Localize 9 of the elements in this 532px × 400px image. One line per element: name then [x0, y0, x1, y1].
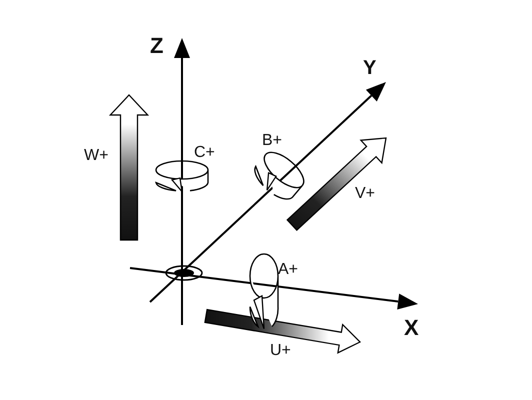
motion-label: W+: [84, 148, 108, 164]
rotation-label: B+: [262, 133, 282, 149]
motion-label: U+: [270, 343, 291, 359]
axis-label: Z: [150, 35, 164, 57]
rotation-label: C+: [194, 145, 215, 161]
motion-label: V+: [355, 186, 376, 202]
rotation-label: A+: [278, 262, 298, 278]
axis-label: Y: [363, 58, 376, 78]
axis-label: X: [404, 317, 419, 339]
